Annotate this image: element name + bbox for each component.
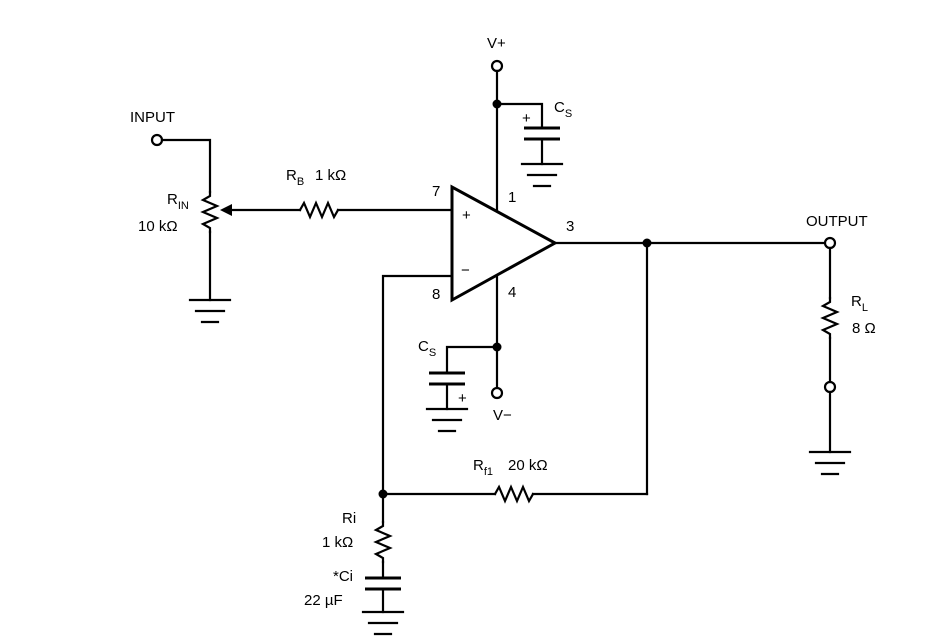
vminus-terminal	[490, 386, 504, 400]
rin-wiper-arrow-icon	[220, 204, 232, 216]
output-terminal	[823, 236, 837, 250]
op-amp-minus-input-sign: −	[461, 262, 470, 279]
ri-label: Ri	[342, 510, 356, 527]
ci-value: 22 µF	[304, 592, 343, 609]
pin-4-label: 4	[508, 284, 516, 301]
cs-top-capacitor: + CS	[522, 99, 572, 166]
rl-terminal	[823, 380, 837, 394]
pin-7-label: 7	[432, 183, 440, 200]
cs-bottom-polarity: +	[458, 390, 467, 407]
cs-bottom-label: CS	[418, 338, 436, 359]
rb-label: RB	[286, 167, 304, 188]
output-network: OUTPUT RL 8 Ω	[553, 213, 876, 454]
cs-top-wire	[495, 102, 544, 130]
rl-value: 8 Ω	[852, 320, 876, 337]
pin-3-label: 3	[566, 218, 574, 235]
inverting-input-wire	[381, 274, 454, 496]
rf1-label: Rf1	[473, 457, 493, 478]
input-label: INPUT	[130, 109, 175, 126]
rl-label: RL	[851, 293, 868, 314]
rb-value: 1 kΩ	[315, 167, 346, 184]
cs-top-polarity: +	[522, 110, 531, 127]
rin-label: RIN	[167, 191, 189, 212]
rin-potentiometer	[200, 190, 220, 234]
rf1-resistor	[493, 484, 535, 504]
feedback-network: Rf1 20 kΩ	[378, 241, 649, 504]
vminus-label: V−	[493, 407, 512, 424]
rin-value: 10 kΩ	[138, 218, 178, 235]
op-amp: + − 7 1 3 4 8	[432, 183, 574, 303]
cs-top-label: CS	[554, 99, 572, 120]
pin-1-label: 1	[508, 189, 516, 206]
ri-ci-network: Ri 1 kΩ *Ci 22 µF	[304, 492, 401, 614]
vplus-supply: V+	[487, 35, 544, 212]
ground-symbol-ci	[361, 610, 405, 636]
ground-symbol-input	[188, 298, 232, 324]
op-amp-plus-input-sign: +	[462, 207, 471, 224]
vplus-label: V+	[487, 35, 506, 52]
pin-8-label: 8	[432, 286, 440, 303]
op-amp-triangle	[450, 184, 559, 303]
input-network: INPUT RIN 10 kΩ	[130, 109, 232, 302]
rb-resistor	[298, 200, 340, 220]
input-terminal	[150, 133, 164, 147]
input-wire	[160, 138, 212, 194]
ground-symbol-output	[808, 450, 852, 476]
rl-resistor	[820, 296, 840, 340]
cs-bottom-capacitor: + CS	[418, 338, 467, 411]
ci-label: *Ci	[333, 568, 353, 585]
rf1-value: 20 kΩ	[508, 457, 548, 474]
vminus-supply: V−	[445, 275, 512, 424]
ri-value: 1 kΩ	[322, 534, 353, 551]
ground-symbol-cs-top	[520, 162, 564, 188]
output-label: OUTPUT	[806, 213, 868, 230]
vplus-terminal	[490, 59, 504, 73]
ground-symbol-cs-bottom	[425, 407, 469, 433]
ri-resistor	[373, 520, 393, 564]
rb-resistor-network: RB 1 kΩ	[230, 167, 454, 220]
cs-bottom-wire	[445, 345, 499, 375]
